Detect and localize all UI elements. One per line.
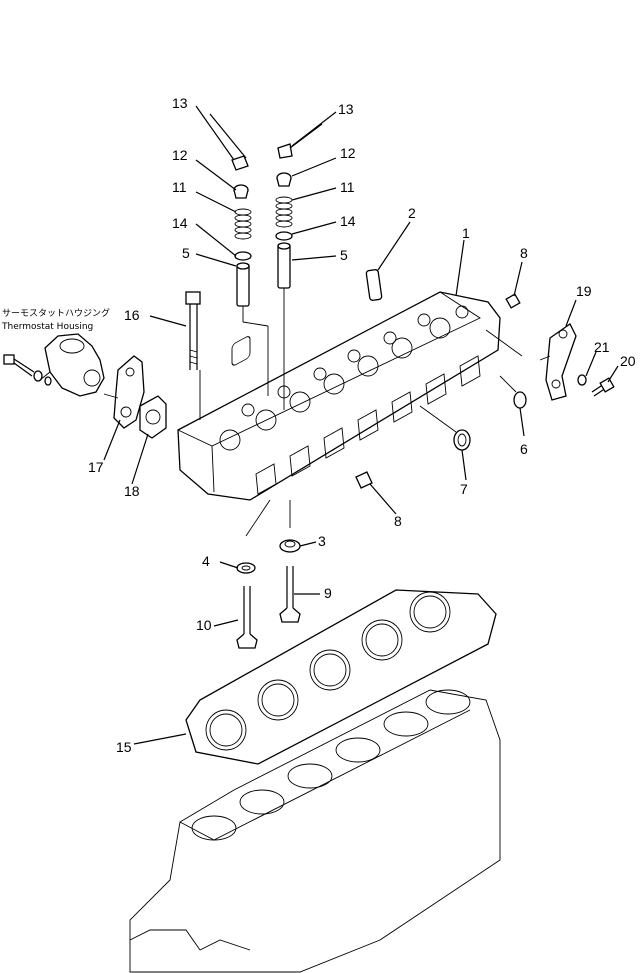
plug-8-top — [505, 293, 521, 309]
thermostat-housing — [39, 333, 105, 397]
callout-15: 15 — [116, 739, 132, 755]
cylinder-head — [177, 291, 501, 501]
head-bolt-16 — [185, 291, 201, 370]
thermostat-label-english: Thermostat Housing — [1, 322, 93, 332]
thermostat-bolt — [3, 354, 52, 386]
plug-6 — [513, 391, 527, 409]
callout-13-left: 13 — [172, 95, 188, 111]
callout-21: 21 — [594, 339, 610, 355]
washer-21 — [577, 374, 587, 386]
valve-stack-right — [275, 143, 293, 289]
callout-11-left: 11 — [172, 179, 187, 195]
callout-11-right: 11 — [340, 179, 355, 195]
bracket-17 — [113, 355, 145, 429]
dowel-2 — [365, 269, 383, 301]
cap-7 — [453, 429, 471, 451]
callout-17: 17 — [88, 459, 104, 475]
callout-2: 2 — [408, 205, 416, 221]
plug-8-bottom — [355, 471, 373, 489]
valve-9 — [279, 566, 301, 623]
gasket-18 — [139, 395, 167, 439]
callout-12-left: 12 — [172, 147, 188, 163]
callout-18: 18 — [124, 483, 140, 499]
callout-14-left: 14 — [172, 215, 188, 231]
head-gasket-15 — [185, 589, 497, 765]
callout-8-bottom: 8 — [394, 513, 402, 529]
callout-20: 20 — [620, 353, 636, 369]
valve-seal-3 — [279, 539, 301, 553]
callout-5-left: 5 — [182, 245, 190, 261]
callout-13-right: 13 — [338, 101, 354, 117]
valve-10 — [236, 586, 258, 649]
callout-7: 7 — [460, 481, 468, 497]
cylinder-block — [129, 689, 501, 973]
callout-8-top: 8 — [520, 245, 528, 261]
callout-1: 1 — [462, 225, 470, 241]
callout-16: 16 — [124, 307, 140, 323]
callout-5-right: 5 — [340, 247, 348, 263]
washer-4 — [236, 562, 256, 574]
callout-4: 4 — [202, 553, 210, 569]
callout-numbers: 13 13 12 12 11 11 14 14 5 5 2 1 8 19 16 … — [88, 95, 636, 755]
valve-stack-left — [231, 155, 252, 307]
callout-3: 3 — [318, 533, 326, 549]
callout-12-right: 12 — [340, 145, 356, 161]
leader-lines — [103, 105, 619, 745]
callout-14-right: 14 — [340, 213, 356, 229]
bolt-20 — [591, 377, 615, 397]
lifting-bracket-19 — [545, 323, 577, 401]
callout-6: 6 — [520, 441, 528, 457]
callout-10: 10 — [196, 617, 212, 633]
callout-19: 19 — [576, 283, 592, 299]
callout-9: 9 — [324, 585, 332, 601]
thermostat-label-japanese: サーモスタットハウジング — [2, 307, 110, 319]
